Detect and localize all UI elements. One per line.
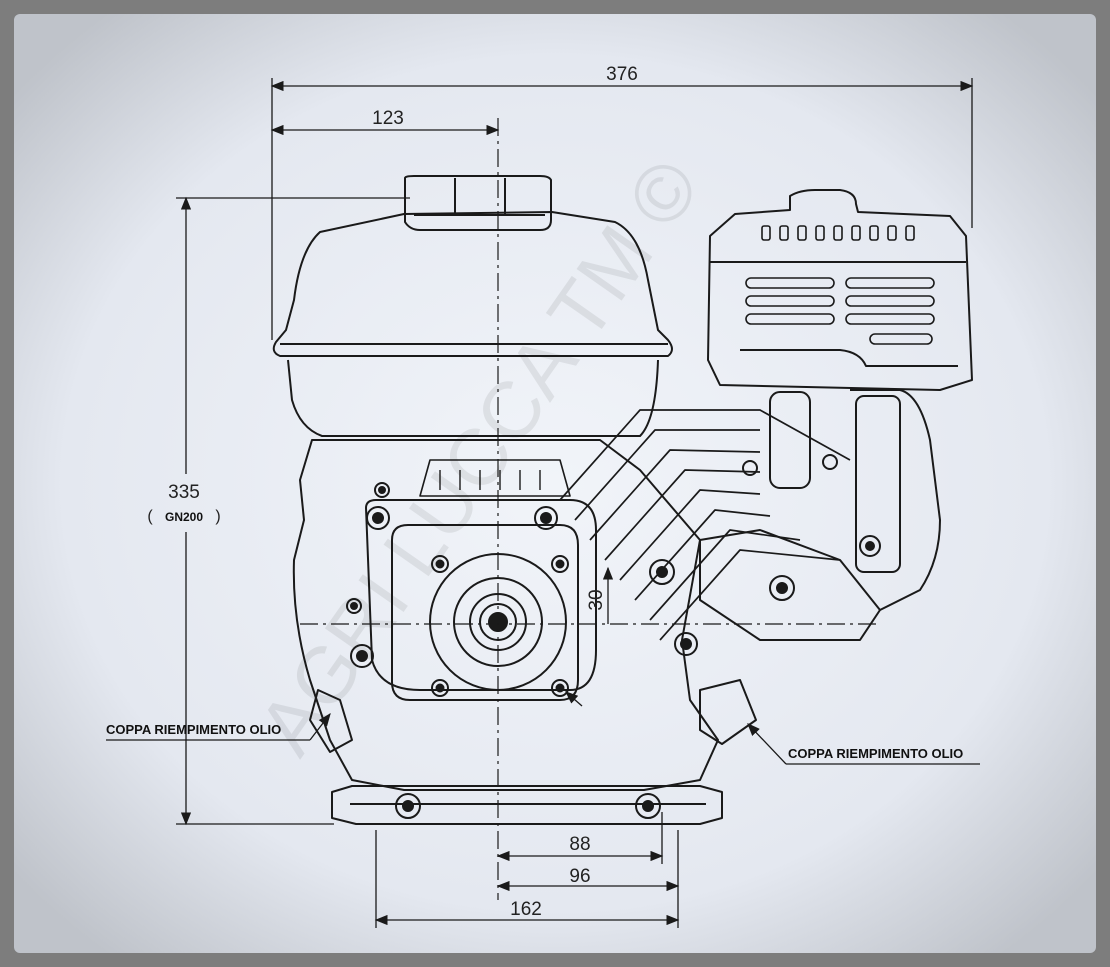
centerlines bbox=[300, 118, 880, 900]
recoil-starter bbox=[707, 189, 973, 391]
mounting-flange bbox=[365, 499, 597, 691]
fuel-cap bbox=[404, 175, 552, 231]
base-plate bbox=[331, 785, 723, 825]
paren-open: ( bbox=[147, 508, 153, 525]
dimension-lines bbox=[106, 78, 980, 928]
dim-label-96: 96 bbox=[569, 866, 590, 887]
dim-label-model: GN200 bbox=[165, 510, 203, 524]
exhaust-block bbox=[699, 529, 881, 641]
crankcase bbox=[292, 439, 719, 791]
dim-label-30: 30 bbox=[586, 589, 607, 610]
engine-outline bbox=[272, 175, 973, 825]
dim-label-123: 123 bbox=[372, 108, 404, 129]
paren-close: ) bbox=[215, 508, 220, 525]
callout-oil-fill-right: COPPA RIEMPIMENTO OLIO bbox=[788, 746, 963, 761]
bolts bbox=[346, 454, 881, 819]
callout-oil-fill-left: COPPA RIEMPIMENTO OLIO bbox=[106, 722, 281, 737]
drawing-sheet bbox=[14, 14, 1096, 953]
dim-label-376: 376 bbox=[606, 64, 638, 85]
fuel-tank bbox=[272, 211, 673, 357]
dim-label-88: 88 bbox=[569, 834, 590, 855]
oil-fill-cap-left bbox=[309, 689, 353, 753]
dim-label-162: 162 bbox=[510, 899, 542, 920]
dim-label-335: 335 bbox=[168, 482, 200, 503]
oil-fill-cap-right bbox=[699, 679, 757, 745]
